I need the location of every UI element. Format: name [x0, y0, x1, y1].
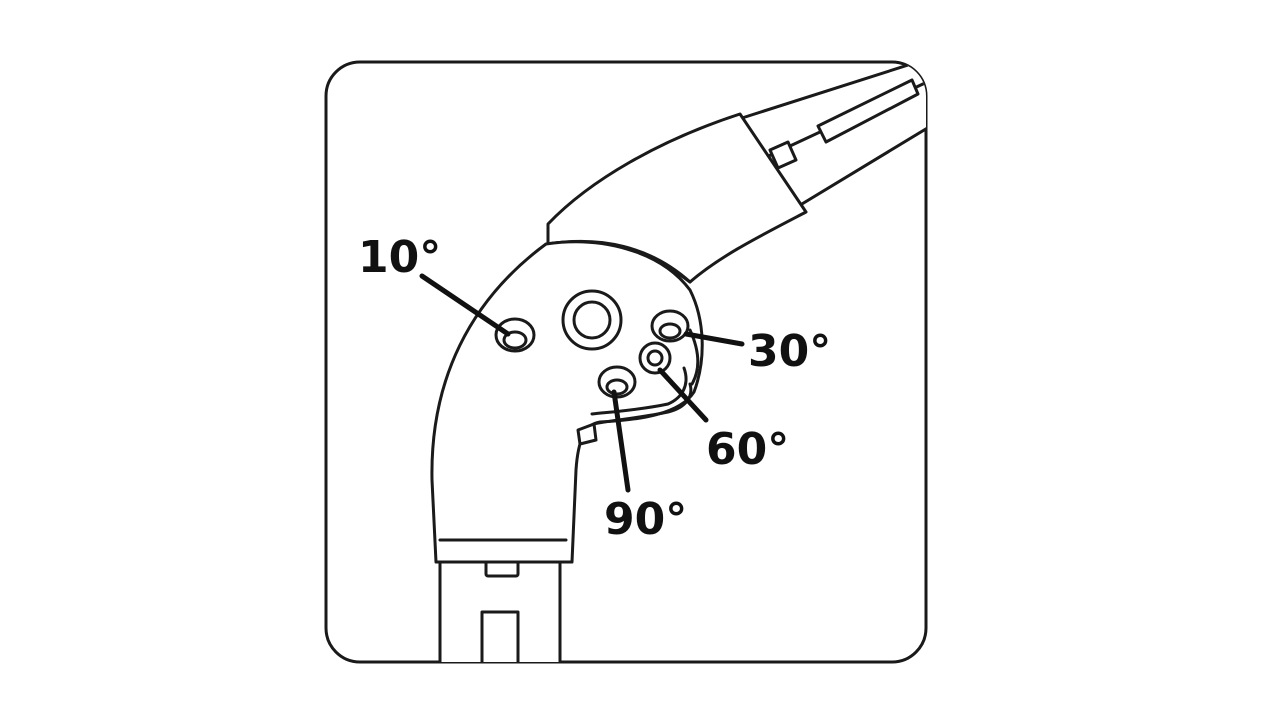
label-10-degrees: 10°: [358, 232, 441, 283]
label-90-degrees: 90°: [604, 494, 687, 545]
hole-30: [650, 309, 690, 343]
hole-60: [638, 341, 672, 375]
lower-rail: [438, 548, 562, 662]
leader-60: [657, 367, 709, 423]
label-30-degrees: 30°: [748, 326, 831, 377]
leader-10: [419, 273, 511, 337]
hole-10: [494, 317, 536, 353]
hole-90: [597, 365, 637, 399]
leader-30: [683, 331, 745, 347]
label-60-degrees: 60°: [706, 424, 789, 475]
center-pivot: [561, 289, 623, 351]
leader-90: [611, 389, 631, 493]
